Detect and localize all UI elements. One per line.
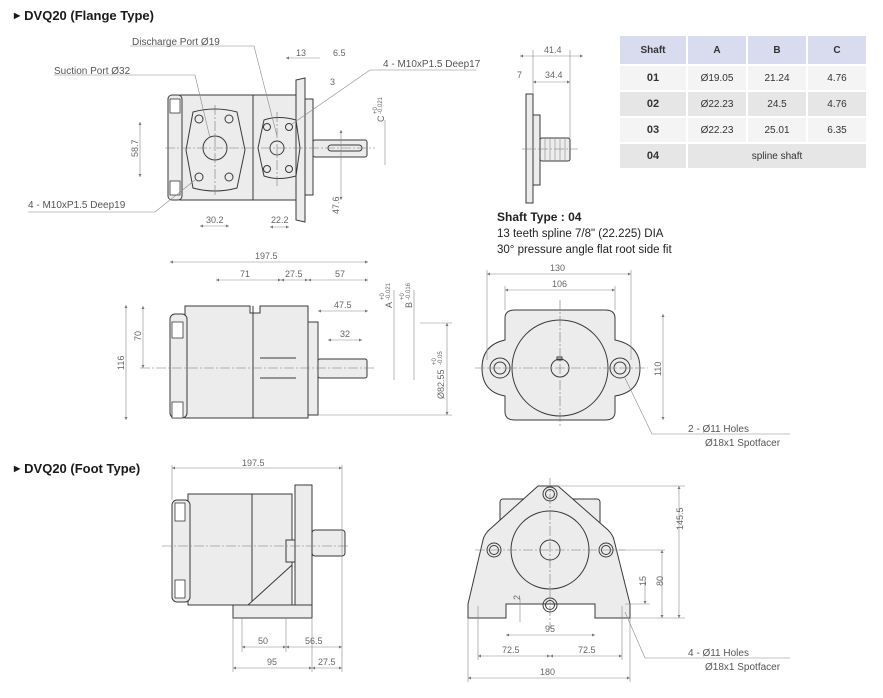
dim-32: 32 [340, 329, 350, 339]
dim-80: 80 [655, 576, 665, 586]
dim-foot-56-5: 56.5 [305, 636, 323, 646]
foot-spotface-label: Ø18x1 Spotfacer [705, 662, 781, 673]
dim-72-5-right: 72.5 [578, 645, 596, 655]
table-row: 01 Ø19.05 21.24 4.76 [620, 64, 868, 91]
dim-pilot-tol-hi: +0 [432, 357, 438, 365]
dim-58-7: 58.7 [130, 139, 140, 157]
flange-front-view [475, 270, 790, 435]
dim-197-5: 197.5 [255, 251, 278, 261]
shaft-note-line2: 30° pressure angle flat root side fit [497, 244, 672, 256]
dim-110: 110 [653, 362, 663, 376]
dim-2: 2 [512, 595, 522, 600]
foot-holes-label: 4 - Ø11 Holes [688, 648, 749, 659]
dim-a-tol-hi: +0 [380, 292, 386, 300]
cell-shaft: 02 [620, 90, 688, 117]
tap-discharge-label: 4 - M10xP1.5 Deep17 [383, 59, 481, 70]
flange-type-title: ▶DVQ20 (Flange Type) [14, 8, 154, 23]
dim-22-2: 22.2 [271, 215, 289, 225]
dim-c-tol-hi: +0 [373, 106, 379, 114]
cell-b: 24.5 [747, 90, 808, 117]
dim-b-tol-lo: -0.016 [406, 282, 412, 300]
dim-foot-50: 50 [258, 636, 268, 646]
dim-71: 71 [240, 269, 250, 279]
shaft-spec-table: Shaft A B C 01 Ø19.05 21.24 4.76 02 Ø22.… [620, 36, 868, 168]
dim-13: 13 [296, 48, 306, 58]
flange-top-view [28, 45, 476, 229]
dim-b-label: B [404, 302, 414, 308]
dim-57: 57 [335, 269, 345, 279]
table-row: 02 Ø22.23 24.5 4.76 [620, 90, 868, 117]
dim-pilot-diameter: Ø82.55 [436, 369, 446, 399]
table-row: 03 Ø22.23 25.01 6.35 [620, 116, 868, 143]
tap-suction-label: 4 - M10xP1.5 Deep19 [28, 200, 126, 211]
shaft-type-note: Shaft Type : 04 13 teeth spline 7/8" (22… [497, 209, 672, 258]
suction-port-label: Suction Port Ø32 [54, 66, 131, 77]
cell-b: 25.01 [747, 116, 808, 143]
dim-180: 180 [540, 667, 555, 677]
dim-106: 106 [552, 279, 567, 289]
dim-6-5: 6.5 [333, 48, 346, 58]
cell-merged: spline shaft [687, 142, 868, 168]
dim-foot-95: 95 [267, 657, 277, 667]
dim-15: 15 [638, 576, 648, 586]
dim-30-2: 30.2 [206, 215, 224, 225]
triangle-bullet-icon: ▶ [14, 464, 21, 473]
cell-c: 4.76 [807, 64, 868, 91]
cell-shaft: 03 [620, 116, 688, 143]
cell-shaft: 04 [620, 142, 688, 168]
cell-a: Ø19.05 [687, 64, 748, 91]
dim-a-tol-lo: -0.021 [386, 282, 392, 300]
cell-b: 21.24 [747, 64, 808, 91]
shaft-note-line1: 13 teeth spline 7/8" (22.225) DIA [497, 228, 664, 240]
flange-type-title-text: DVQ20 (Flange Type) [24, 8, 154, 23]
holes-label: 2 - Ø11 Holes [688, 424, 749, 435]
cell-a: Ø22.23 [687, 90, 748, 117]
dim-130: 130 [550, 263, 565, 273]
spline-shaft-view [520, 50, 583, 204]
dim-72-5-left: 72.5 [502, 645, 520, 655]
dim-116: 116 [116, 356, 126, 370]
table-row: 04 spline shaft [620, 142, 868, 168]
dim-3: 3 [330, 77, 335, 87]
header-b: B [747, 36, 808, 65]
foot-type-title: ▶DVQ20 (Foot Type) [14, 461, 140, 476]
dim-95: 95 [545, 624, 555, 634]
dim-foot-27-5: 27.5 [318, 657, 336, 667]
dim-a-label: A [384, 302, 394, 308]
spotface-label: Ø18x1 Spotfacer [705, 438, 781, 449]
dim-47-6: 47.6 [331, 196, 341, 214]
dim-7: 7 [517, 70, 522, 80]
cell-a: Ø22.23 [687, 116, 748, 143]
dim-c-tol-lo: -0.021 [378, 96, 384, 114]
shaft-note-title: Shaft Type : 04 [497, 210, 582, 224]
dim-47-5: 47.5 [334, 300, 352, 310]
foot-type-title-text: DVQ20 (Foot Type) [24, 461, 141, 476]
dim-41-4: 41.4 [544, 45, 562, 55]
flange-side-view [124, 260, 452, 420]
cell-shaft: 01 [620, 64, 688, 91]
dim-34-4: 34.4 [545, 70, 563, 80]
foot-side-view [162, 465, 350, 672]
discharge-port-label: Discharge Port Ø19 [132, 37, 220, 48]
cell-c: 6.35 [807, 116, 868, 143]
cell-c: 4.76 [807, 90, 868, 117]
dim-70: 70 [133, 331, 143, 341]
dim-pilot-tol-lo: -0.05 [438, 351, 444, 365]
dim-c-label: C [376, 115, 386, 122]
table-header-row: Shaft A B C [620, 36, 868, 65]
dim-foot-197-5: 197.5 [242, 458, 265, 468]
dim-b-tol-hi: +0 [400, 292, 406, 300]
triangle-bullet-icon: ▶ [14, 11, 21, 20]
header-c: C [807, 36, 868, 65]
foot-front-view [467, 478, 790, 682]
header-shaft: Shaft [620, 36, 688, 65]
dim-145-5: 145.5 [675, 507, 685, 530]
dim-27-5: 27.5 [285, 269, 303, 279]
header-a: A [687, 36, 748, 65]
